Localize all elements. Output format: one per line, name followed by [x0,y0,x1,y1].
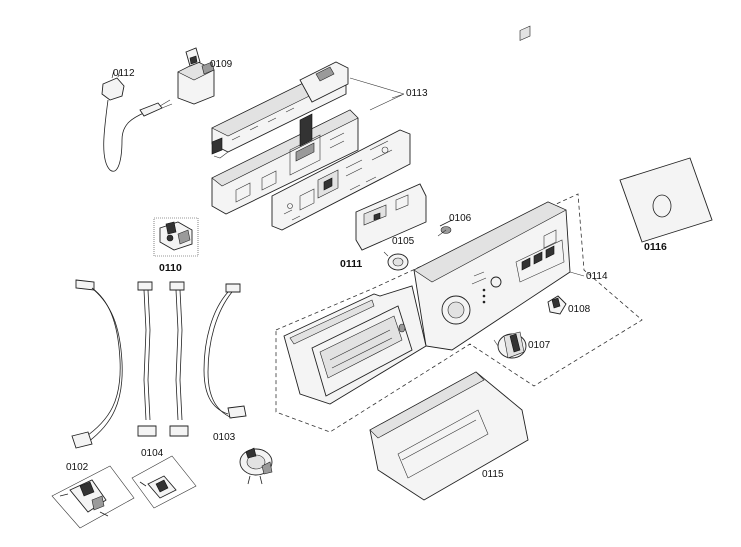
part-0114-drawer-frame [283,285,427,405]
label-0113: 0113 [406,88,428,99]
part-0112-mains-cable [101,69,173,172]
part-0105-knob [383,251,409,271]
label-0105: 0105 [392,236,415,247]
frame-0110 [153,217,199,257]
label-0107: 0107 [528,340,551,351]
part-0107-selector-knob [493,331,527,359]
part-0103-pressure-switch [239,447,273,485]
part-0110-switch [159,221,193,251]
label-0115: 0115 [482,469,504,480]
part-0102-harness [71,279,123,449]
label-0110: 0110 [159,262,182,274]
label-0111: 0111 [340,258,362,270]
label-0109: 0109 [210,59,233,70]
part-0104-sensor [131,455,197,509]
part-0106-knob-shaft [437,219,453,237]
label-0103: 0103 [213,432,236,443]
label-0116: 0116 [644,241,667,253]
label-0108: 0108 [568,304,591,315]
label-0102: 0102 [66,462,89,473]
label-0114: 0114 [586,271,608,282]
part-0115-drawer-front [369,371,529,501]
label-0112: 0112 [113,68,135,79]
part-0103-harness [203,283,247,419]
part-0108-knob [547,295,567,315]
part-0113-module-plate [211,109,359,215]
leader-0113 [349,77,405,111]
part-0102-valve [51,465,135,529]
part-0111-display-panel [355,183,427,251]
leader-0114 [569,271,585,277]
part-0109-filter [177,47,215,105]
label-0106: 0106 [449,213,472,224]
part-0113-pcb [271,129,411,231]
part-0116-sticker [619,157,713,243]
part-0113-module-rail [211,61,349,159]
part-0114-fascia [413,25,571,351]
part-0104-harness [137,281,189,437]
label-0104: 0104 [141,448,164,459]
